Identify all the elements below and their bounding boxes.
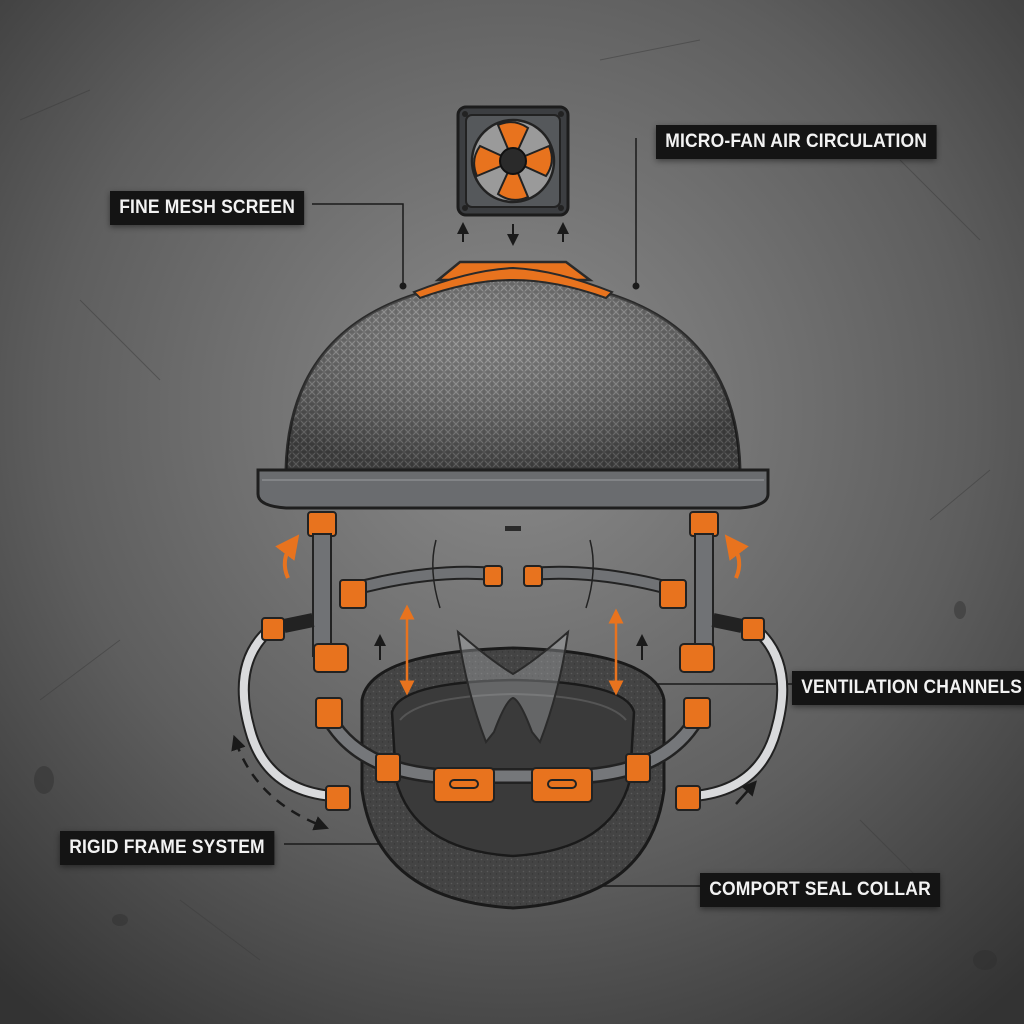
scratch-marks bbox=[19, 39, 991, 961]
airflow-arrows-top bbox=[457, 222, 569, 246]
rotation-arrows bbox=[275, 534, 749, 579]
rigid-frame-ring bbox=[315, 697, 711, 803]
micro-fan bbox=[456, 105, 570, 217]
label-comport-seal-collar: COMPORT SEAL COLLAR bbox=[700, 873, 941, 907]
fine-mesh-dome bbox=[256, 260, 770, 531]
label-rigid-frame-system: RIGID FRAME SYSTEM bbox=[60, 831, 275, 865]
label-ventilation-channels: VENTILATION CHANNELS bbox=[792, 671, 1024, 705]
airflow-arrows-orange bbox=[399, 604, 624, 696]
motion-arrows bbox=[231, 734, 757, 831]
rigid-frame-posts bbox=[307, 511, 719, 673]
airflow-arrows-dark bbox=[374, 634, 648, 660]
label-fine-mesh-screen: FINE MESH SCREEN bbox=[110, 191, 305, 225]
label-micro-fan-air-circulation: MICRO-FAN AIR CIRCULATION bbox=[656, 125, 937, 159]
stain-marks bbox=[34, 601, 997, 970]
ventilation-tubes bbox=[237, 613, 789, 802]
